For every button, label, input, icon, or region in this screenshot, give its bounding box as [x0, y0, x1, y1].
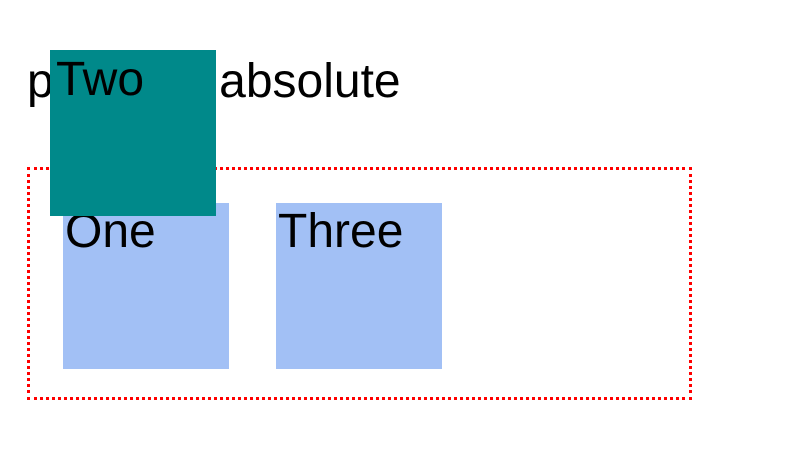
box-one: One: [63, 203, 229, 369]
dotted-container: [27, 167, 692, 400]
box-three: Three: [276, 203, 442, 369]
box-two-absolute: Two: [50, 50, 216, 216]
